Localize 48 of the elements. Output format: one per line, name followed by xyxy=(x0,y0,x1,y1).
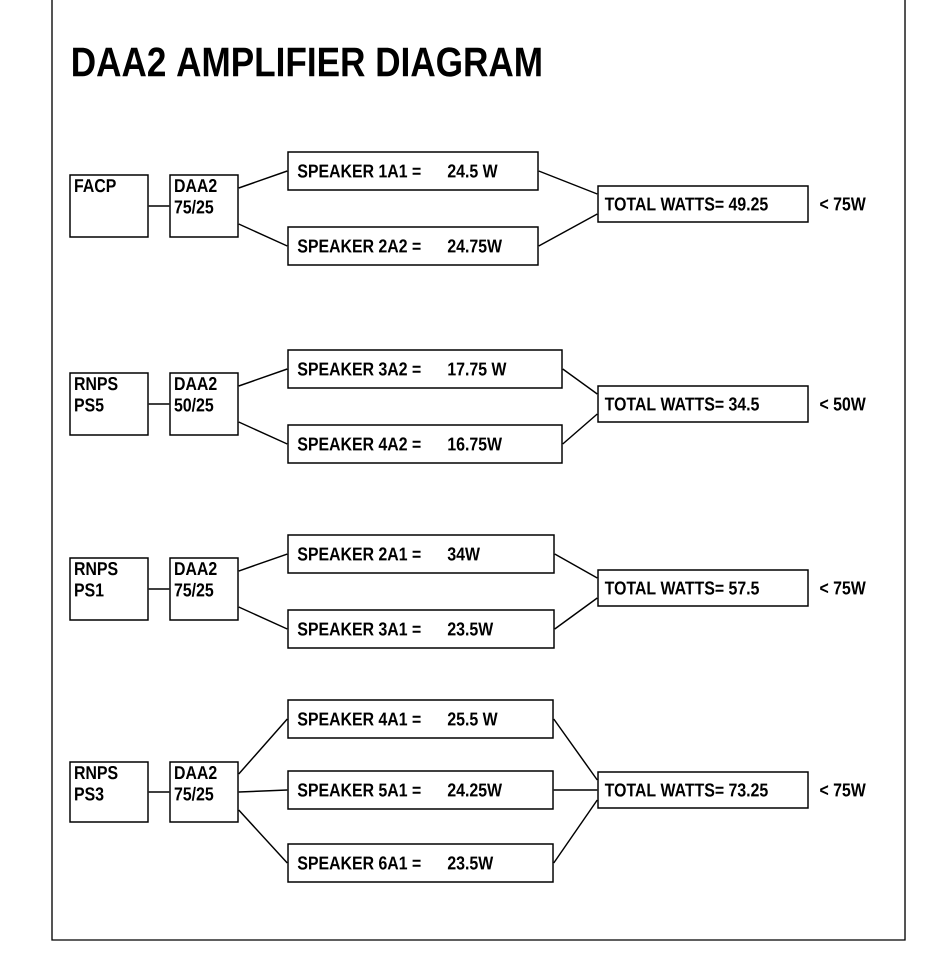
connector-line xyxy=(238,170,288,189)
title: DAA2 AMPLIFIER DIAGRAM xyxy=(73,47,541,77)
total-box: TOTAL WATTS= 49.25 xyxy=(597,185,809,223)
connector-line xyxy=(238,421,288,445)
connector-line xyxy=(562,413,598,445)
connector-line xyxy=(553,718,598,780)
connector-line xyxy=(238,718,288,774)
connector-line xyxy=(562,368,598,395)
speaker-box: SPEAKER 6A1 = 23.5W xyxy=(287,843,554,883)
connector-line xyxy=(238,553,288,572)
speaker-box: SPEAKER 4A1 = 25.5 W xyxy=(287,699,554,739)
speaker-box: SPEAKER 2A1 = 34W xyxy=(287,534,555,574)
limit-label: < 75W xyxy=(820,198,866,211)
connector-line xyxy=(554,789,598,791)
connector-line xyxy=(538,170,598,195)
speaker-box: SPEAKER 4A2 = 16.75W xyxy=(287,424,563,464)
device-box: FACP xyxy=(69,174,149,238)
device-box: DAA2 75/25 xyxy=(169,174,239,238)
limit-label: < 50W xyxy=(820,397,866,411)
connector-line xyxy=(554,597,598,630)
speaker-box: SPEAKER 1A1 = 24.5 W xyxy=(287,151,539,191)
connector-line xyxy=(538,213,598,247)
connector-line xyxy=(238,789,288,793)
connector-line xyxy=(238,606,288,630)
connector-line xyxy=(148,205,170,207)
device-box: RNPS PS1 xyxy=(69,557,149,621)
device-box: DAA2 50/25 xyxy=(169,372,239,436)
speaker-box: SPEAKER 3A2 = 17.75 W xyxy=(287,349,563,389)
total-box: TOTAL WATTS= 73.25 xyxy=(597,771,809,809)
connector-line xyxy=(554,553,598,579)
total-box: TOTAL WATTS= 57.5 xyxy=(597,569,809,607)
connector-line xyxy=(148,403,170,405)
device-box: DAA2 75/25 xyxy=(169,761,239,823)
connector-line xyxy=(148,588,170,590)
device-box: DAA2 75/25 xyxy=(169,557,239,621)
speaker-box: SPEAKER 5A1 = 24.25W xyxy=(287,770,554,810)
connector-line xyxy=(238,223,288,247)
connector-line xyxy=(238,810,288,864)
speaker-box: SPEAKER 3A1 = 23.5W xyxy=(287,609,555,649)
device-box: RNPS PS3 xyxy=(69,761,149,823)
connector-line xyxy=(148,791,170,793)
speaker-box: SPEAKER 2A2 = 24.75W xyxy=(287,226,539,266)
connector-line xyxy=(238,368,288,387)
limit-label: < 75W xyxy=(820,784,866,797)
connector-line xyxy=(553,800,598,864)
limit-label: < 75W xyxy=(820,582,866,595)
device-box: RNPS PS5 xyxy=(69,372,149,436)
total-box: TOTAL WATTS= 34.5 xyxy=(597,385,809,423)
